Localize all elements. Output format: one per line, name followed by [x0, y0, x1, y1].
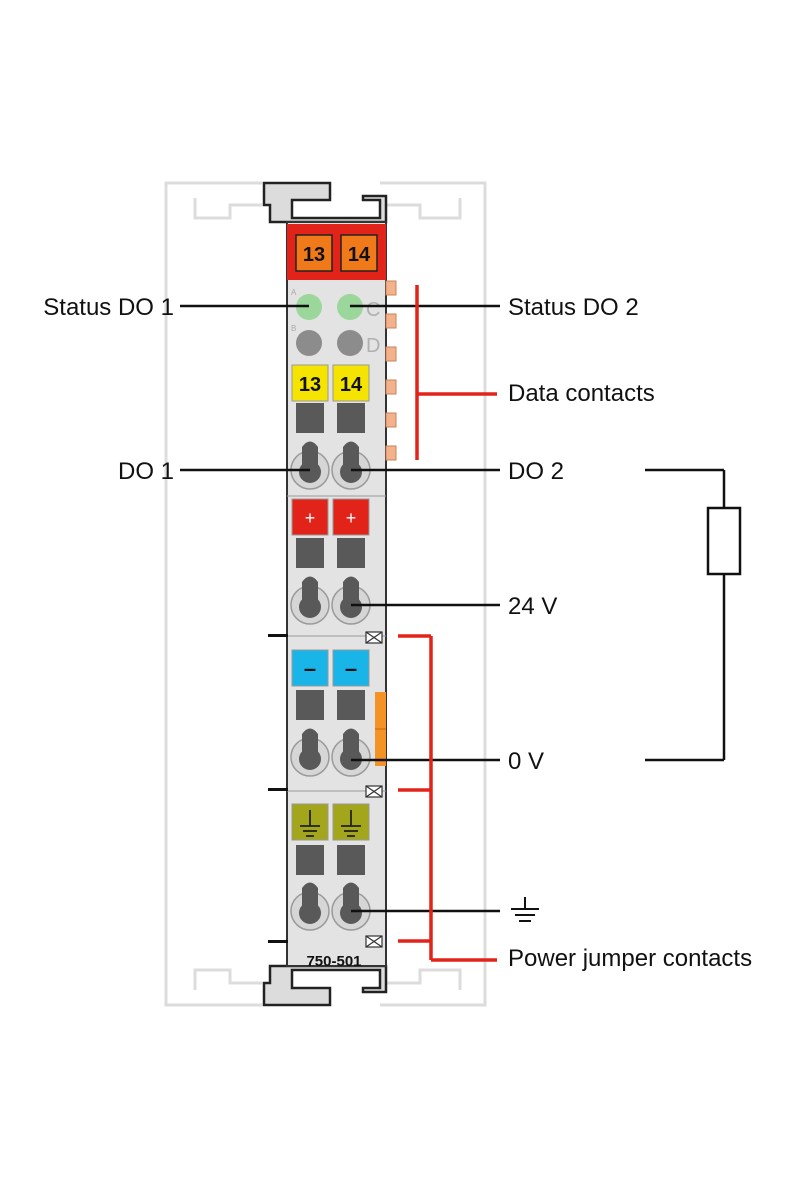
push-button	[296, 690, 324, 720]
signal-terminal-14-label: 14	[340, 374, 363, 396]
clamp-pair-ground	[290, 882, 371, 931]
push-button	[337, 538, 365, 568]
plus-symbol-1: +	[305, 508, 316, 528]
load-circuit	[645, 468, 742, 762]
signal-terminal-13	[291, 364, 329, 402]
power-jumper-contact-2	[365, 785, 383, 798]
din-rail-outline	[164, 181, 487, 1007]
label-status-do2: Status DO 2	[508, 294, 639, 321]
push-button	[337, 845, 365, 875]
led-letter-a: A	[291, 288, 297, 297]
plus-terminal-2	[332, 498, 370, 536]
plus-terminal-1	[291, 498, 329, 536]
label-data-contacts: Data contacts	[508, 380, 655, 407]
power-jumper-contact-3	[365, 935, 383, 948]
label-do2: DO 2	[508, 458, 564, 485]
left-edge-tick	[268, 634, 288, 637]
top-terminal-13-label: 13	[303, 244, 325, 266]
label-24v: 24 V	[508, 593, 557, 620]
top-terminal-13	[295, 234, 333, 272]
resistor-load-icon	[706, 506, 742, 576]
push-button	[296, 538, 324, 568]
top-terminal-14	[340, 234, 378, 272]
model-number: 750-501	[306, 953, 361, 970]
push-button	[296, 845, 324, 875]
data-contact	[385, 379, 397, 395]
data-contact	[385, 346, 397, 362]
data-contact	[385, 313, 397, 329]
led-letter-c: C	[366, 299, 380, 321]
ground-icon	[300, 810, 320, 837]
data-contacts-bracket	[415, 285, 497, 460]
data-contact	[385, 412, 397, 428]
label-0v: 0 V	[508, 748, 544, 775]
minus-terminal-2	[332, 649, 370, 687]
label-power-jumper-contacts: Power jumper contacts	[508, 945, 752, 972]
push-button	[337, 403, 365, 433]
data-contact	[385, 445, 397, 461]
minus-terminal-1	[291, 649, 329, 687]
power-jumper-contact-1	[365, 631, 383, 644]
label-do1: DO 1	[118, 458, 174, 485]
minus-symbol-2: –	[345, 656, 357, 681]
label-status-do1: Status DO 1	[43, 294, 174, 321]
led-b	[296, 330, 322, 356]
top-latch	[262, 181, 388, 224]
leader-lines	[180, 304, 500, 913]
left-edge-tick	[268, 940, 288, 943]
data-contact-strip	[385, 280, 397, 461]
bottom-latch	[262, 964, 388, 1007]
led-d	[337, 330, 363, 356]
data-contact	[385, 280, 397, 296]
push-button	[296, 403, 324, 433]
ground-symbol-icon	[511, 897, 539, 922]
left-edge-tick	[268, 788, 288, 791]
signal-terminal-14	[332, 364, 370, 402]
power-jumper-bracket	[398, 634, 497, 962]
signal-terminal-13-label: 13	[299, 374, 321, 396]
plus-symbol-2: +	[346, 508, 357, 528]
led-letter-d: D	[366, 335, 380, 357]
top-terminal-14-label: 14	[348, 244, 371, 266]
led-letter-b: B	[291, 324, 296, 333]
clamp-pair-0v	[290, 728, 371, 777]
push-button	[337, 690, 365, 720]
ground-icon	[341, 810, 361, 837]
minus-symbol-1: –	[304, 656, 316, 681]
